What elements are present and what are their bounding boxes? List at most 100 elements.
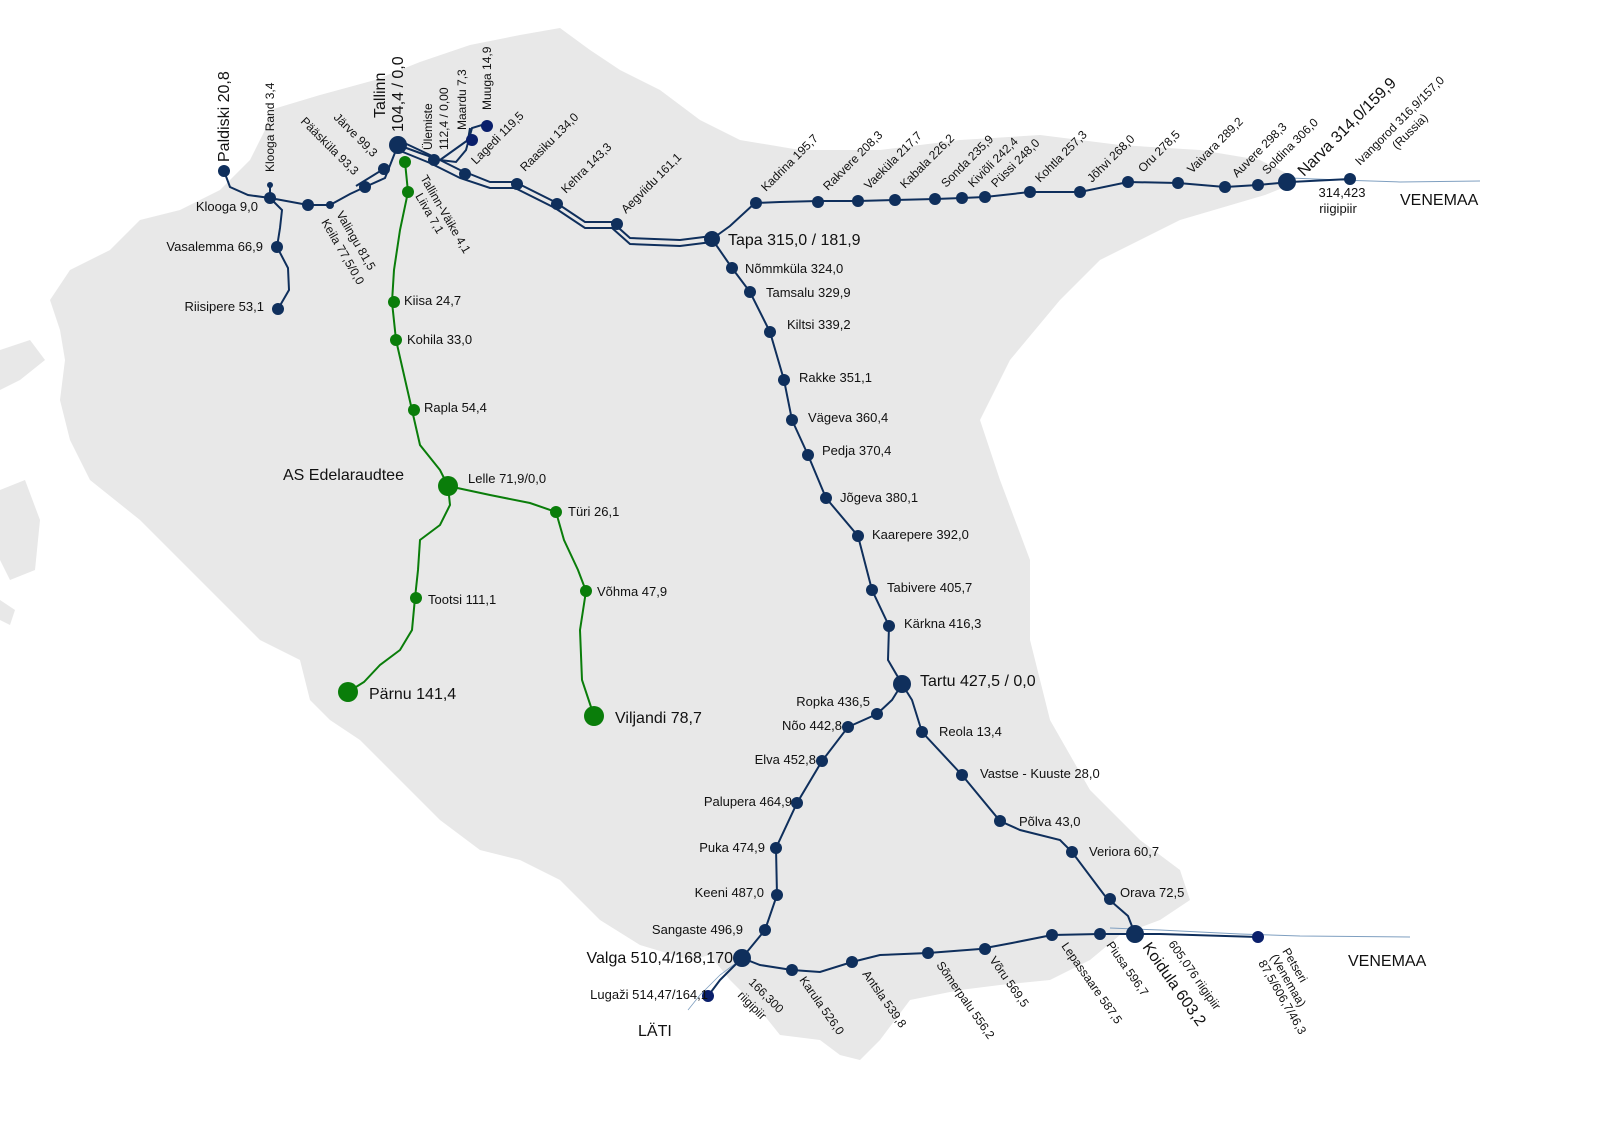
island-west-lower [0,480,40,580]
station-dot-parnu [338,682,358,702]
station-dot-klooga [264,192,276,204]
station-dot-auvere [1219,181,1231,193]
label-vasalemma: Vasalemma 66,9 [166,239,263,254]
label-vageva: Vägeva 360,4 [808,410,888,425]
station-dot-aegviidu [611,218,623,230]
station-dot-oru [1122,176,1134,188]
station-dot-kaarepere [852,530,864,542]
station-dot-pedja [802,449,814,461]
label-tallinn-name: Tallinn [372,73,389,118]
label-tabivere: Tabivere 405,7 [887,580,972,595]
station-dot-antsla [846,956,858,968]
station-dot-keeni [771,889,783,901]
station-dot-vageva [786,414,798,426]
label-noo: Nõo 442,8 [782,718,842,733]
station-dot-tapa [704,231,720,247]
station-dot-jogeva [820,492,832,504]
label-ulemiste-name: Ülemiste [421,103,435,150]
label-maardu: Maardu 7,3 [455,69,469,130]
station-dot-rakke [778,374,790,386]
label-vastse-kuuste: Vastse - Kuuste 28,0 [980,766,1100,781]
label-nommkula: Nõmmküla 324,0 [745,261,843,276]
station-dot-keila [302,199,314,211]
station-dot-viljandi [584,706,604,726]
label-ivangorod: Ivangorod 316,9/157,0 [1352,73,1447,168]
station-dot-lelle [438,476,458,496]
label-lati: LÄTI [638,1022,672,1040]
label-kaarepere: Kaarepere 392,0 [872,527,969,542]
border-river-south [1109,927,1411,938]
label-edelaraudtee: AS Edelaraudtee [283,467,404,484]
label-reola: Reola 13,4 [939,724,1002,739]
station-dot-paaskula [359,181,371,193]
label-tallinn-km: 104,4 / 0,0 [390,56,407,132]
label-valga: Valga 510,4/168,170 [587,950,734,967]
station-dot-veriora [1066,846,1078,858]
station-dot-puka [770,842,782,854]
station-dot-maardu [466,134,478,146]
station-dot-vaekula [852,195,864,207]
estonia-land [50,28,1290,1060]
station-dot-voru [979,943,991,955]
label-tapa: Tapa 315,0 / 181,9 [728,232,861,249]
label-kiltsi: Kiltsi 339,2 [787,317,851,332]
station-dot-ropka [871,708,883,720]
label-veriora: Veriora 60,7 [1089,844,1159,859]
station-dot-kiltsi [764,326,776,338]
label-lugazi: Lugaži 514,47/164,1 [590,987,708,1002]
station-dot-valingu [326,201,334,209]
station-dot-tabivere [866,584,878,596]
station-dot-karkna [883,620,895,632]
station-dot-lepassaare [1046,929,1058,941]
station-dot-narva [1278,173,1296,191]
station-dot-kohila [390,334,402,346]
label-tartu: Tartu 427,5 / 0,0 [920,673,1036,690]
label-rakke: Rakke 351,1 [799,370,872,385]
station-dot-sonda [929,193,941,205]
station-dots [218,120,1356,1002]
station-dot-tootsi [410,592,422,604]
station-dot-valga [733,949,751,967]
label-klooga-rand: Klooga Rand 3,4 [263,82,277,172]
island-west [0,340,45,390]
station-dot-tallinn [389,136,407,154]
station-dot-elva [816,755,828,767]
label-muuga: Muuga 14,9 [480,46,494,110]
label-narva-border-word: riigipiir [1319,201,1357,216]
label-kiisa: Kiisa 24,7 [404,293,461,308]
label-ropka: Ropka 436,5 [796,694,870,709]
label-ulemiste-km: 112,4 / 0,00 [437,87,451,150]
label-narva-border-km: 314,423 [1319,185,1366,200]
station-dot-rakvere [812,196,824,208]
station-dot-tamsalu [744,286,756,298]
label-puka: Puka 474,9 [699,840,765,855]
station-dot-nommkula [726,262,738,274]
station-dot-pussi [979,191,991,203]
label-parnu: Pärnu 141,4 [369,686,456,703]
label-vohma: Võhma 47,9 [597,584,667,599]
station-dot-petseri [1252,931,1264,943]
label-sangaste: Sangaste 496,9 [652,922,743,937]
label-venemaa-south: VENEMAA [1348,953,1427,970]
station-dot-reola [916,726,928,738]
label-viljandi: Viljandi 78,7 [615,710,702,727]
station-dot-vohma [580,585,592,597]
station-dot-vastse-kuuste [956,769,968,781]
label-klooga: Klooga 9,0 [196,199,258,214]
label-polva: Põlva 43,0 [1019,814,1080,829]
label-elva: Elva 452,8 [755,752,816,767]
label-venemaa-north: VENEMAA [1400,192,1479,209]
label-orava: Orava 72,5 [1120,885,1184,900]
border-river-north [1289,177,1481,183]
station-dot-kabala [889,194,901,206]
station-dot-kadrina [750,197,762,209]
station-dot-muuga [481,120,493,132]
station-dot-kehra [551,198,563,210]
station-dot-vasalemma [271,241,283,253]
station-dot-palupera [791,797,803,809]
station-dot-polva [994,815,1006,827]
station-dot-klooga-rand [267,182,273,188]
label-tamsalu: Tamsalu 329,9 [766,285,851,300]
station-dot-lugazi [702,990,714,1002]
label-palupera: Palupera 464,9 [704,794,792,809]
